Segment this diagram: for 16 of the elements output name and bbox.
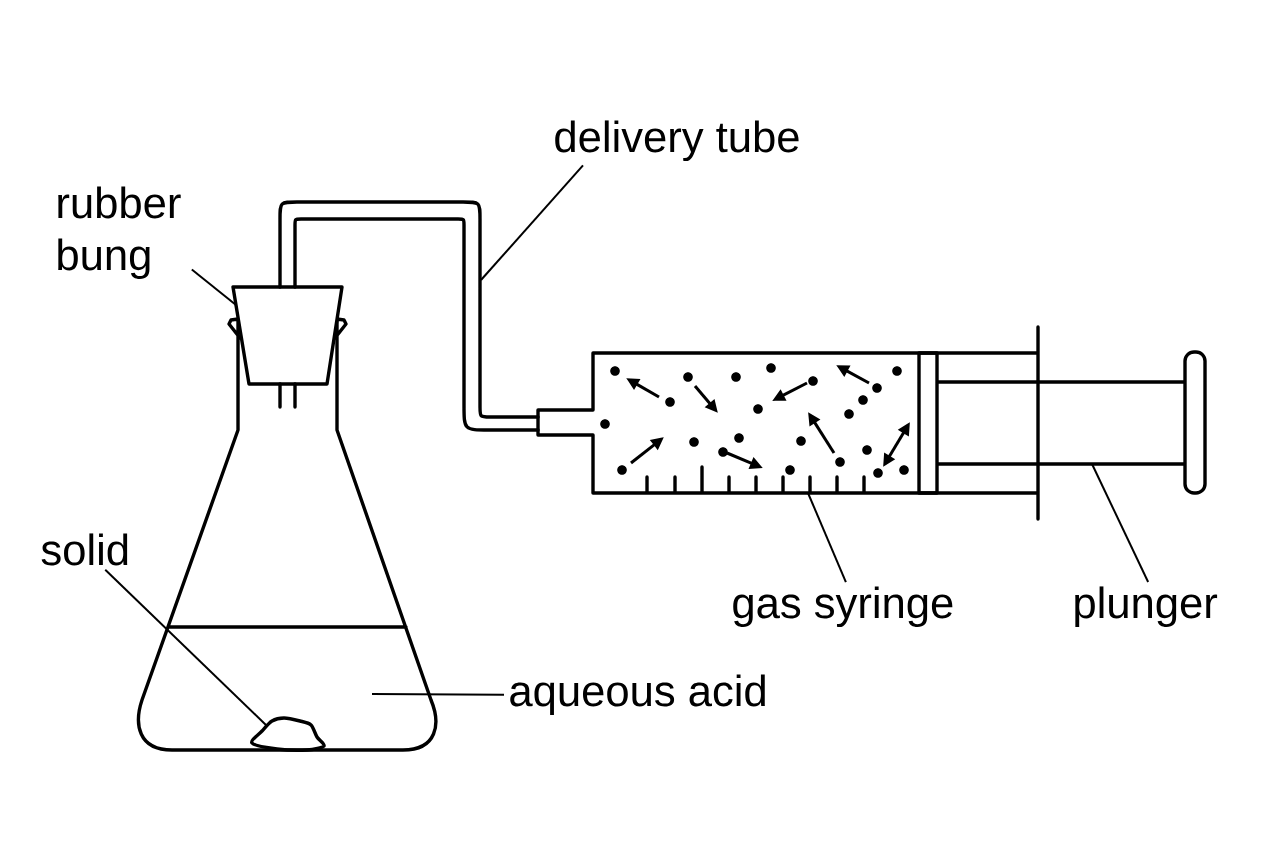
- leader-line: [480, 164, 584, 281]
- leader-line: [807, 492, 847, 583]
- leader-line: [190, 268, 237, 306]
- part-label: plunger: [1075, 586, 1218, 628]
- part-label: gas syringe: [733, 586, 953, 628]
- leader-line: [104, 568, 268, 727]
- leader-line: [1091, 463, 1150, 583]
- part-label: rubber bung: [58, 186, 181, 280]
- part-label: delivery tube: [555, 120, 799, 162]
- leader-line: [371, 693, 505, 696]
- plunger: [917, 350, 1207, 495]
- conical-flask: [136, 317, 438, 752]
- part-label: aqueous acid: [510, 674, 765, 716]
- solid-lump: [250, 716, 326, 752]
- gas-syringe: [536, 325, 1040, 521]
- part-label: solid: [41, 533, 128, 566]
